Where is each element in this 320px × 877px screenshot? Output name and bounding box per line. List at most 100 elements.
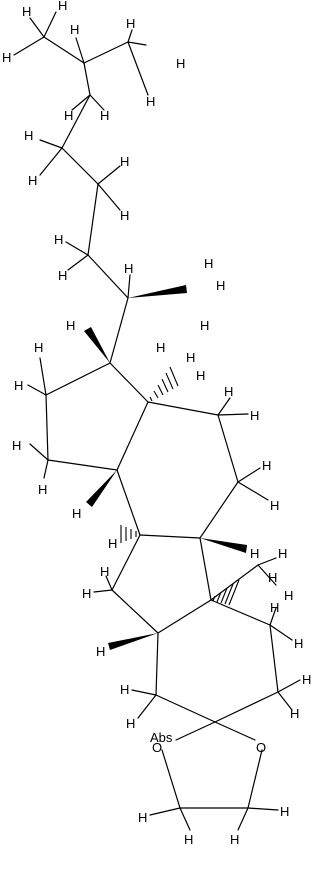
hydrogen-label: H <box>270 600 279 615</box>
hydrogen-label: H <box>126 16 135 31</box>
hydrogen-label: H <box>138 810 147 825</box>
bond <box>199 537 212 601</box>
hydrogen-label: H <box>72 506 81 521</box>
bond <box>214 721 256 741</box>
bond <box>111 589 159 634</box>
bond <box>139 534 201 539</box>
hash-bond <box>212 579 240 606</box>
bond <box>210 599 271 626</box>
bond <box>155 694 216 723</box>
bond <box>61 94 91 149</box>
hydrogen-label: H <box>12 438 21 453</box>
bond <box>109 362 149 403</box>
wedge-bond <box>200 538 247 553</box>
bond <box>87 254 129 299</box>
stereo-wedges <box>84 285 247 650</box>
hydrogen-label: H <box>290 706 299 721</box>
hydrogen-label: H <box>250 546 259 561</box>
hydrogen-label: H <box>124 261 133 276</box>
hydrogen-label: H <box>146 94 155 109</box>
bond <box>83 41 129 64</box>
hydrogen-label: H <box>108 536 117 551</box>
hydrogen-label: H <box>24 128 33 143</box>
hydrogen-label: H <box>22 4 31 19</box>
hydrogen-label: H <box>100 108 109 123</box>
hydrogen-label: H <box>70 22 79 37</box>
oxygen-label: O <box>256 740 266 755</box>
bond <box>43 36 85 64</box>
hash-bond <box>120 525 137 543</box>
hydrogen-label: H <box>100 564 109 579</box>
hydrogen-label: H <box>66 318 75 333</box>
hydrogen-label: H <box>270 498 279 513</box>
hydrogen-label: H <box>184 832 193 847</box>
bond <box>161 749 181 809</box>
hydrogen-label: H <box>58 268 67 283</box>
bond <box>47 459 118 471</box>
bond <box>83 62 91 96</box>
hydrogen-label: H <box>120 154 129 169</box>
hydrogen-label: H <box>58 0 67 13</box>
hydrogen-label: H <box>2 50 11 65</box>
hydrogen-label: H <box>64 108 73 123</box>
hydrogen-label: H <box>120 208 129 223</box>
hydrogen-label: H <box>278 546 287 561</box>
bond <box>269 624 279 693</box>
hydrogen-label: H <box>230 832 239 847</box>
bond <box>199 481 239 539</box>
bond <box>147 401 219 416</box>
hydrogen-label: H <box>250 408 259 423</box>
hydrogen-label: H <box>268 570 277 585</box>
hydrogen-label: H <box>176 56 185 71</box>
hydrogen-label: H <box>200 318 209 333</box>
hydrogen-label: H <box>54 232 63 247</box>
skeleton-bonds <box>43 36 279 809</box>
hydrogen-label: H <box>38 482 47 497</box>
bond <box>61 147 99 185</box>
oxygen-label: O <box>152 740 162 755</box>
wedge-bond <box>128 285 187 298</box>
atom-labels: H H H H H H H H H H H H H H H H H H H H … <box>2 0 311 847</box>
hydrogen-label: H <box>216 278 225 293</box>
bond <box>87 183 99 256</box>
bond <box>210 564 259 601</box>
hydrogen-label: H <box>284 588 293 603</box>
bond <box>116 469 141 536</box>
hydrogen-label: H <box>224 384 233 399</box>
bond <box>175 721 216 741</box>
hydrogen-label: H <box>28 173 37 188</box>
wedge-bond <box>108 633 158 650</box>
bond <box>45 362 111 396</box>
stereo-hashes <box>120 366 240 606</box>
abs-label: Abs <box>150 730 173 745</box>
hydrogen-label: H <box>280 804 289 819</box>
hydrogen-label: H <box>196 368 205 383</box>
hydrogen-label: H <box>34 340 43 355</box>
wedge-bond <box>86 470 117 507</box>
hydrogen-label: H <box>262 458 271 473</box>
bond <box>45 394 49 461</box>
hydrogen-label: H <box>82 586 91 601</box>
hydrogen-label: H <box>204 256 213 271</box>
hydrogen-label: H <box>294 636 303 651</box>
hydrogen-stubs <box>13 11 301 831</box>
hydrogen-label: H <box>120 682 129 697</box>
hydrogen-label: H <box>302 672 311 687</box>
hydrogen-label: H <box>126 716 135 731</box>
wedge-bond <box>84 327 110 363</box>
bond <box>214 691 279 723</box>
hydrogen-label: H <box>156 340 165 355</box>
bond <box>157 599 212 634</box>
hydrogen-label: H <box>96 644 105 659</box>
hydrogen-label: H <box>186 350 195 365</box>
bond <box>111 534 141 591</box>
bond <box>247 749 263 809</box>
bond <box>109 297 129 364</box>
hash-bond <box>149 366 179 402</box>
bond <box>155 632 159 696</box>
bond <box>116 401 149 471</box>
hydrogen-label: H <box>14 378 23 393</box>
bond <box>217 414 239 483</box>
